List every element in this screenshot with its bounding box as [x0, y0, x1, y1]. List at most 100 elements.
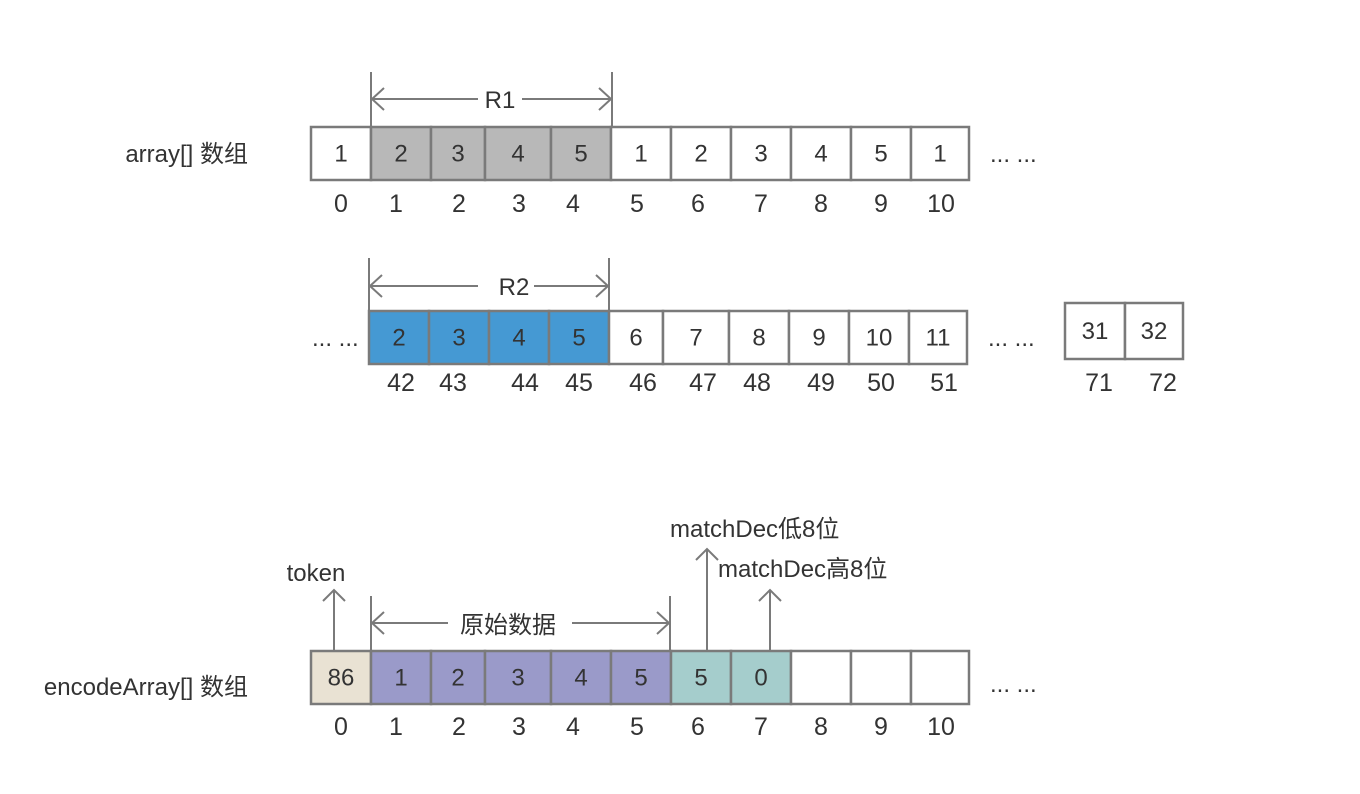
row1-cell: 21 [369, 125, 433, 218]
row2-ellipsis: ... ... [988, 325, 1035, 352]
row2-cell-index: 48 [743, 369, 771, 397]
r2-left-arrowhead-icon [368, 274, 383, 298]
row2-cell-value: 3 [452, 325, 465, 352]
row3-cell-box [483, 649, 553, 706]
row2-cell-value: 9 [812, 325, 825, 352]
row1-cell-value: 3 [451, 141, 464, 168]
row1-cell-value: 5 [574, 141, 587, 168]
row2-cell-index: 46 [629, 369, 657, 397]
row3-cell-box [909, 649, 971, 706]
row2-cell-value: 8 [752, 325, 765, 352]
token-label: token [287, 560, 346, 587]
row3-cell-value: 3 [511, 665, 524, 692]
row2-cell-value: 6 [629, 325, 642, 352]
row2-cell-index: 47 [689, 369, 717, 397]
row2-cell-box [427, 309, 491, 366]
r1-label: R1 [485, 87, 516, 114]
row1-cell: 110 [909, 125, 971, 218]
raw-data-label: 原始数据 [460, 612, 556, 639]
row2-cell-value: 4 [512, 325, 525, 352]
raw-data-range-indicator: 原始数据 [370, 596, 671, 651]
row3-cell: 86 0 [309, 649, 373, 741]
row3-cell-box [789, 649, 853, 706]
row2-cell-value: 5 [572, 325, 585, 352]
row2-tail-cell-index: 72 [1149, 369, 1177, 397]
row2-cell-index: 45 [565, 369, 593, 397]
row1-cell-box [909, 125, 971, 182]
row3-cell-box [729, 649, 793, 706]
row3-cell-value: 5 [634, 665, 647, 692]
row1-cell-box [369, 125, 433, 182]
row1-cell-index: 3 [512, 190, 526, 218]
row2-leading-ellipsis: ... ... [312, 325, 359, 352]
row2-cell-value: 2 [392, 325, 405, 352]
row2-cell-index: 44 [511, 369, 539, 397]
r2-label: R2 [499, 274, 530, 301]
row3-cell-index: 0 [334, 713, 348, 741]
raw-right-arrowhead-icon [656, 611, 671, 635]
match-high-arrowhead-icon [758, 588, 782, 602]
row1-cell-index: 7 [754, 190, 768, 218]
row3-cell: 11 [369, 649, 433, 741]
row3-cell-box [609, 649, 673, 706]
token-arrowhead-icon [322, 588, 346, 602]
row3-cell-box [669, 649, 733, 706]
row1-cell-value: 3 [754, 141, 767, 168]
row1-cell-index: 0 [334, 190, 348, 218]
r1-left-arrowhead-icon [370, 87, 385, 111]
raw-left-arrowhead-icon [370, 611, 385, 635]
row2-cell: 747 [661, 309, 731, 397]
row1-cell: 26 [669, 125, 733, 218]
row3-cell-value: 0 [754, 665, 767, 692]
row3-cell-index: 9 [874, 713, 888, 741]
row2-cell-index: 50 [867, 369, 895, 397]
row2-cell-box [367, 309, 431, 366]
row1-cell-index: 8 [814, 190, 828, 218]
row2-cell-box [661, 309, 731, 366]
row1-cell-box [309, 125, 373, 182]
row1-cell-index: 9 [874, 190, 888, 218]
row3-cell: 10 [909, 649, 971, 741]
row2-cell-index: 42 [387, 369, 415, 397]
row3-cell-index: 10 [927, 713, 955, 741]
row2-cell-index: 49 [807, 369, 835, 397]
row1-cell: 32 [429, 125, 487, 218]
row3-cell: 07 [729, 649, 793, 741]
row2-tail-cell-box [1123, 301, 1185, 361]
row2-cell: 10 50 [847, 309, 911, 397]
row2-cell-value: 10 [866, 325, 893, 352]
row1-cell-index: 4 [566, 190, 580, 218]
row2-cell: 8 48 [727, 309, 791, 397]
row2-tail-cell-index: 71 [1085, 369, 1113, 397]
token-pointer: token [287, 560, 346, 651]
row3-cell: 22 [429, 649, 487, 741]
row3-cell-value: 5 [694, 665, 707, 692]
row3-cell-value: 86 [328, 665, 355, 692]
row1-cell-value: 1 [334, 141, 347, 168]
row1-cell: 48 [789, 125, 853, 218]
row1-cell-index: 5 [630, 190, 644, 218]
row2-cell-index: 51 [930, 369, 958, 397]
row3-cell-index: 2 [452, 713, 466, 741]
row2-tail-cell: 31 71 [1063, 301, 1127, 397]
row2-cell-box [487, 309, 551, 366]
match-high-pointer: matchDec高8位 [718, 556, 887, 651]
row2-cell: 6 46 [607, 309, 665, 397]
row1-cell-value: 2 [694, 141, 707, 168]
row1-cell: 10 [309, 125, 373, 218]
row3-cell-box [309, 649, 373, 706]
row1-cell-index: 10 [927, 190, 955, 218]
row3-cell-index: 6 [691, 713, 705, 741]
row1-label: array[] 数组 [125, 141, 248, 168]
row3-cell-index: 1 [389, 713, 403, 741]
row3-cell: 33 [483, 649, 553, 741]
row2-tail-cell-value: 31 [1082, 318, 1109, 345]
row1-cell-value: 2 [394, 141, 407, 168]
row1-cell-box [729, 125, 793, 182]
row1-cell-box [849, 125, 913, 182]
row1-cell-box [789, 125, 853, 182]
